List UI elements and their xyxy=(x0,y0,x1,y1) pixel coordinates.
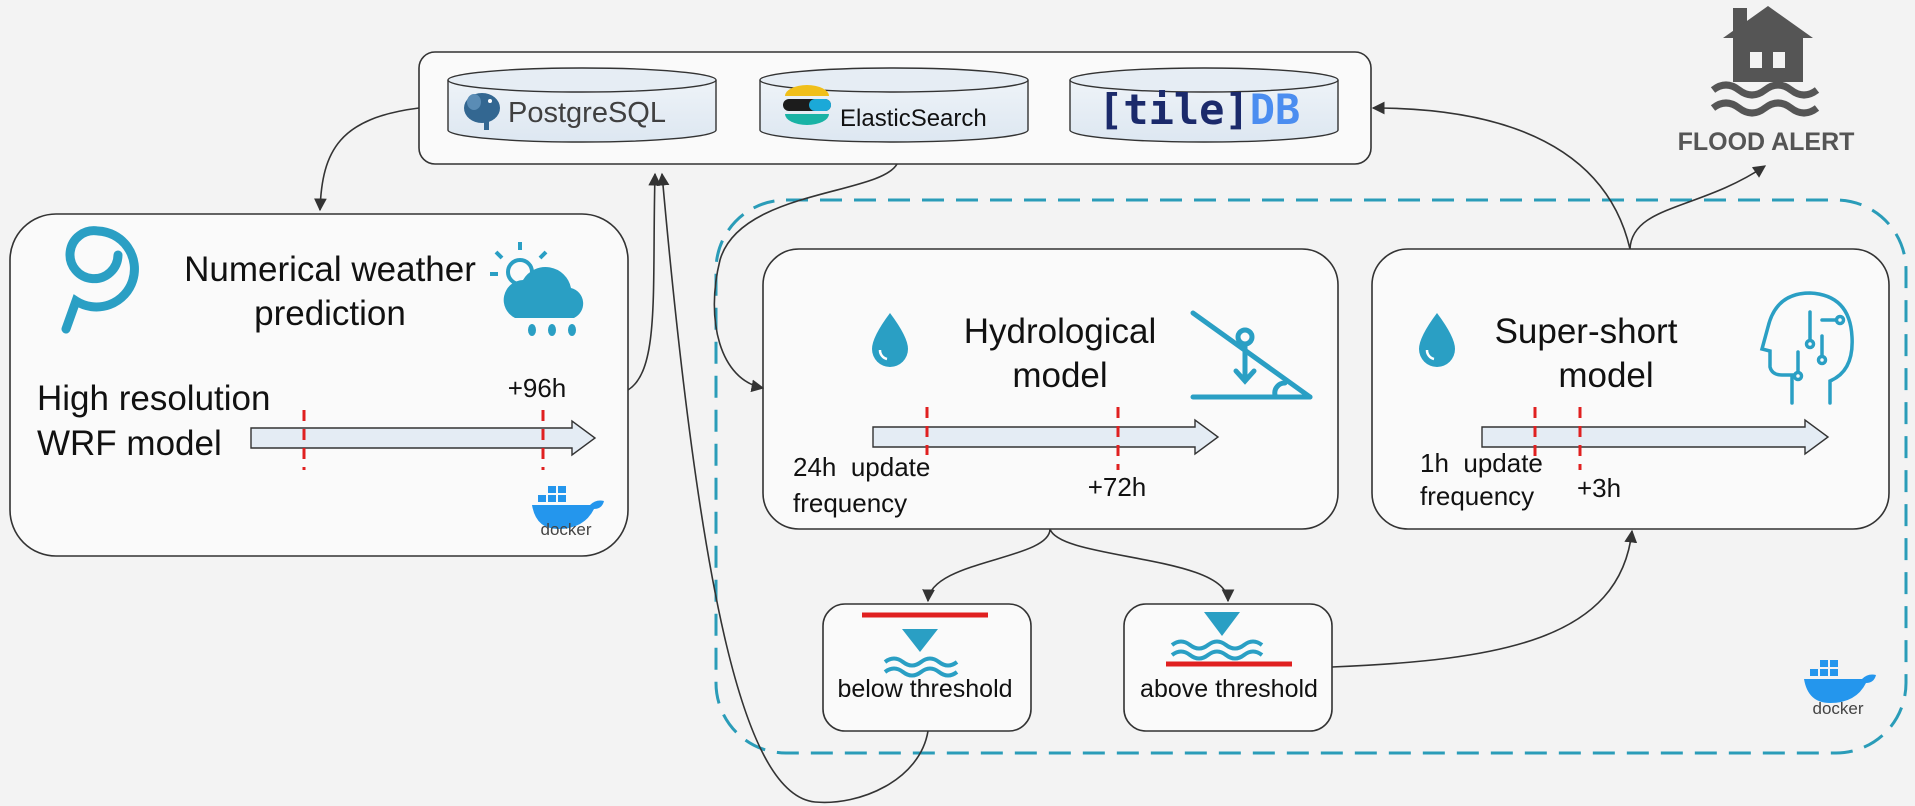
hydro-update-line2: frequency xyxy=(793,488,907,518)
tiledb-db-text: DB xyxy=(1250,85,1301,134)
elasticsearch-logo-icon xyxy=(783,85,831,125)
postgresql-db[interactable]: PostgreSQL xyxy=(447,67,717,143)
below-threshold-box[interactable]: below threshold xyxy=(822,603,1032,732)
elasticsearch-label: ElasticSearch xyxy=(840,105,987,132)
ai-head-icon xyxy=(1759,291,1854,405)
hydro-update-line1: 24h update xyxy=(793,452,930,482)
docker-icon: docker xyxy=(1804,660,1876,718)
postgresql-label: PostgreSQL xyxy=(508,97,666,129)
water-level-gauge-icon xyxy=(1190,310,1313,400)
nwp-title-line2: prediction xyxy=(254,294,406,333)
flood-alert[interactable]: FLOOD ALERT xyxy=(1678,6,1855,156)
arrow-db-to-hydro xyxy=(713,163,898,393)
supershort-update-line1: 1h update xyxy=(1420,448,1543,478)
supershort-title-line2: model xyxy=(1558,356,1653,395)
hydrological-model-box[interactable]: Hydrological model 24h update frequency … xyxy=(762,248,1339,530)
container-docker-label: docker xyxy=(1812,699,1863,718)
spiral-icon xyxy=(61,226,139,334)
nwp-title-line1: Numerical weather xyxy=(184,250,476,289)
elasticsearch-db[interactable]: ElasticSearch xyxy=(759,67,1029,143)
above-threshold-label: above threshold xyxy=(1140,675,1318,703)
arrow-hydro-to-above xyxy=(1049,528,1235,603)
water-drop-icon xyxy=(1419,313,1455,367)
database-panel: PostgreSQL ElasticSearch [tile]DB xyxy=(418,51,1372,165)
supershort-update-line2: frequency xyxy=(1420,481,1534,511)
arrow-below-to-db xyxy=(656,172,929,804)
arrow-supershort-to-flood xyxy=(1629,165,1767,250)
tiledb-db[interactable]: [tile]DB xyxy=(1069,67,1339,143)
flooded-house-icon xyxy=(1710,6,1820,117)
nwp-subtitle-line1: High resolution xyxy=(37,379,270,418)
cloud-sun-rain-icon xyxy=(490,242,584,336)
above-threshold-icon xyxy=(1166,612,1292,667)
tiledb-bracket-text: [tile] xyxy=(1098,85,1250,134)
arrow-nwp-to-db xyxy=(627,172,662,391)
connectors xyxy=(313,101,1767,804)
nwp-box[interactable]: Numerical weather prediction High resolu… xyxy=(9,213,629,557)
nwp-docker-label: docker xyxy=(540,520,591,539)
tiledb-logo: [tile]DB xyxy=(1098,85,1300,134)
above-threshold-box[interactable]: above threshold xyxy=(1123,603,1333,732)
flood-alert-label: FLOOD ALERT xyxy=(1678,128,1855,156)
docker-container-boundary xyxy=(714,198,1908,755)
hydro-title-line1: Hydrological xyxy=(964,312,1157,351)
nwp-subtitle-line2: WRF model xyxy=(37,424,222,463)
docker-icon: docker xyxy=(532,486,604,539)
nwp-horizon-label: +96h xyxy=(508,373,567,403)
super-short-model-box[interactable]: Super-short model 1h update frequency +3… xyxy=(1371,248,1890,530)
arrow-above-to-supershort xyxy=(1331,529,1638,668)
supershort-horizon-label: +3h xyxy=(1577,473,1621,503)
below-threshold-label: below threshold xyxy=(837,675,1012,703)
arrow-db-to-nwp xyxy=(313,107,420,212)
supershort-title-line1: Super-short xyxy=(1495,312,1678,351)
water-drop-icon xyxy=(872,313,908,367)
arrow-hydro-to-below xyxy=(922,528,1051,603)
postgresql-elephant-icon xyxy=(464,93,500,130)
hydro-horizon-label: +72h xyxy=(1088,472,1147,502)
hydro-title-line2: model xyxy=(1012,356,1107,395)
arrow-supershort-to-db xyxy=(1371,101,1631,250)
below-threshold-icon xyxy=(862,612,988,678)
